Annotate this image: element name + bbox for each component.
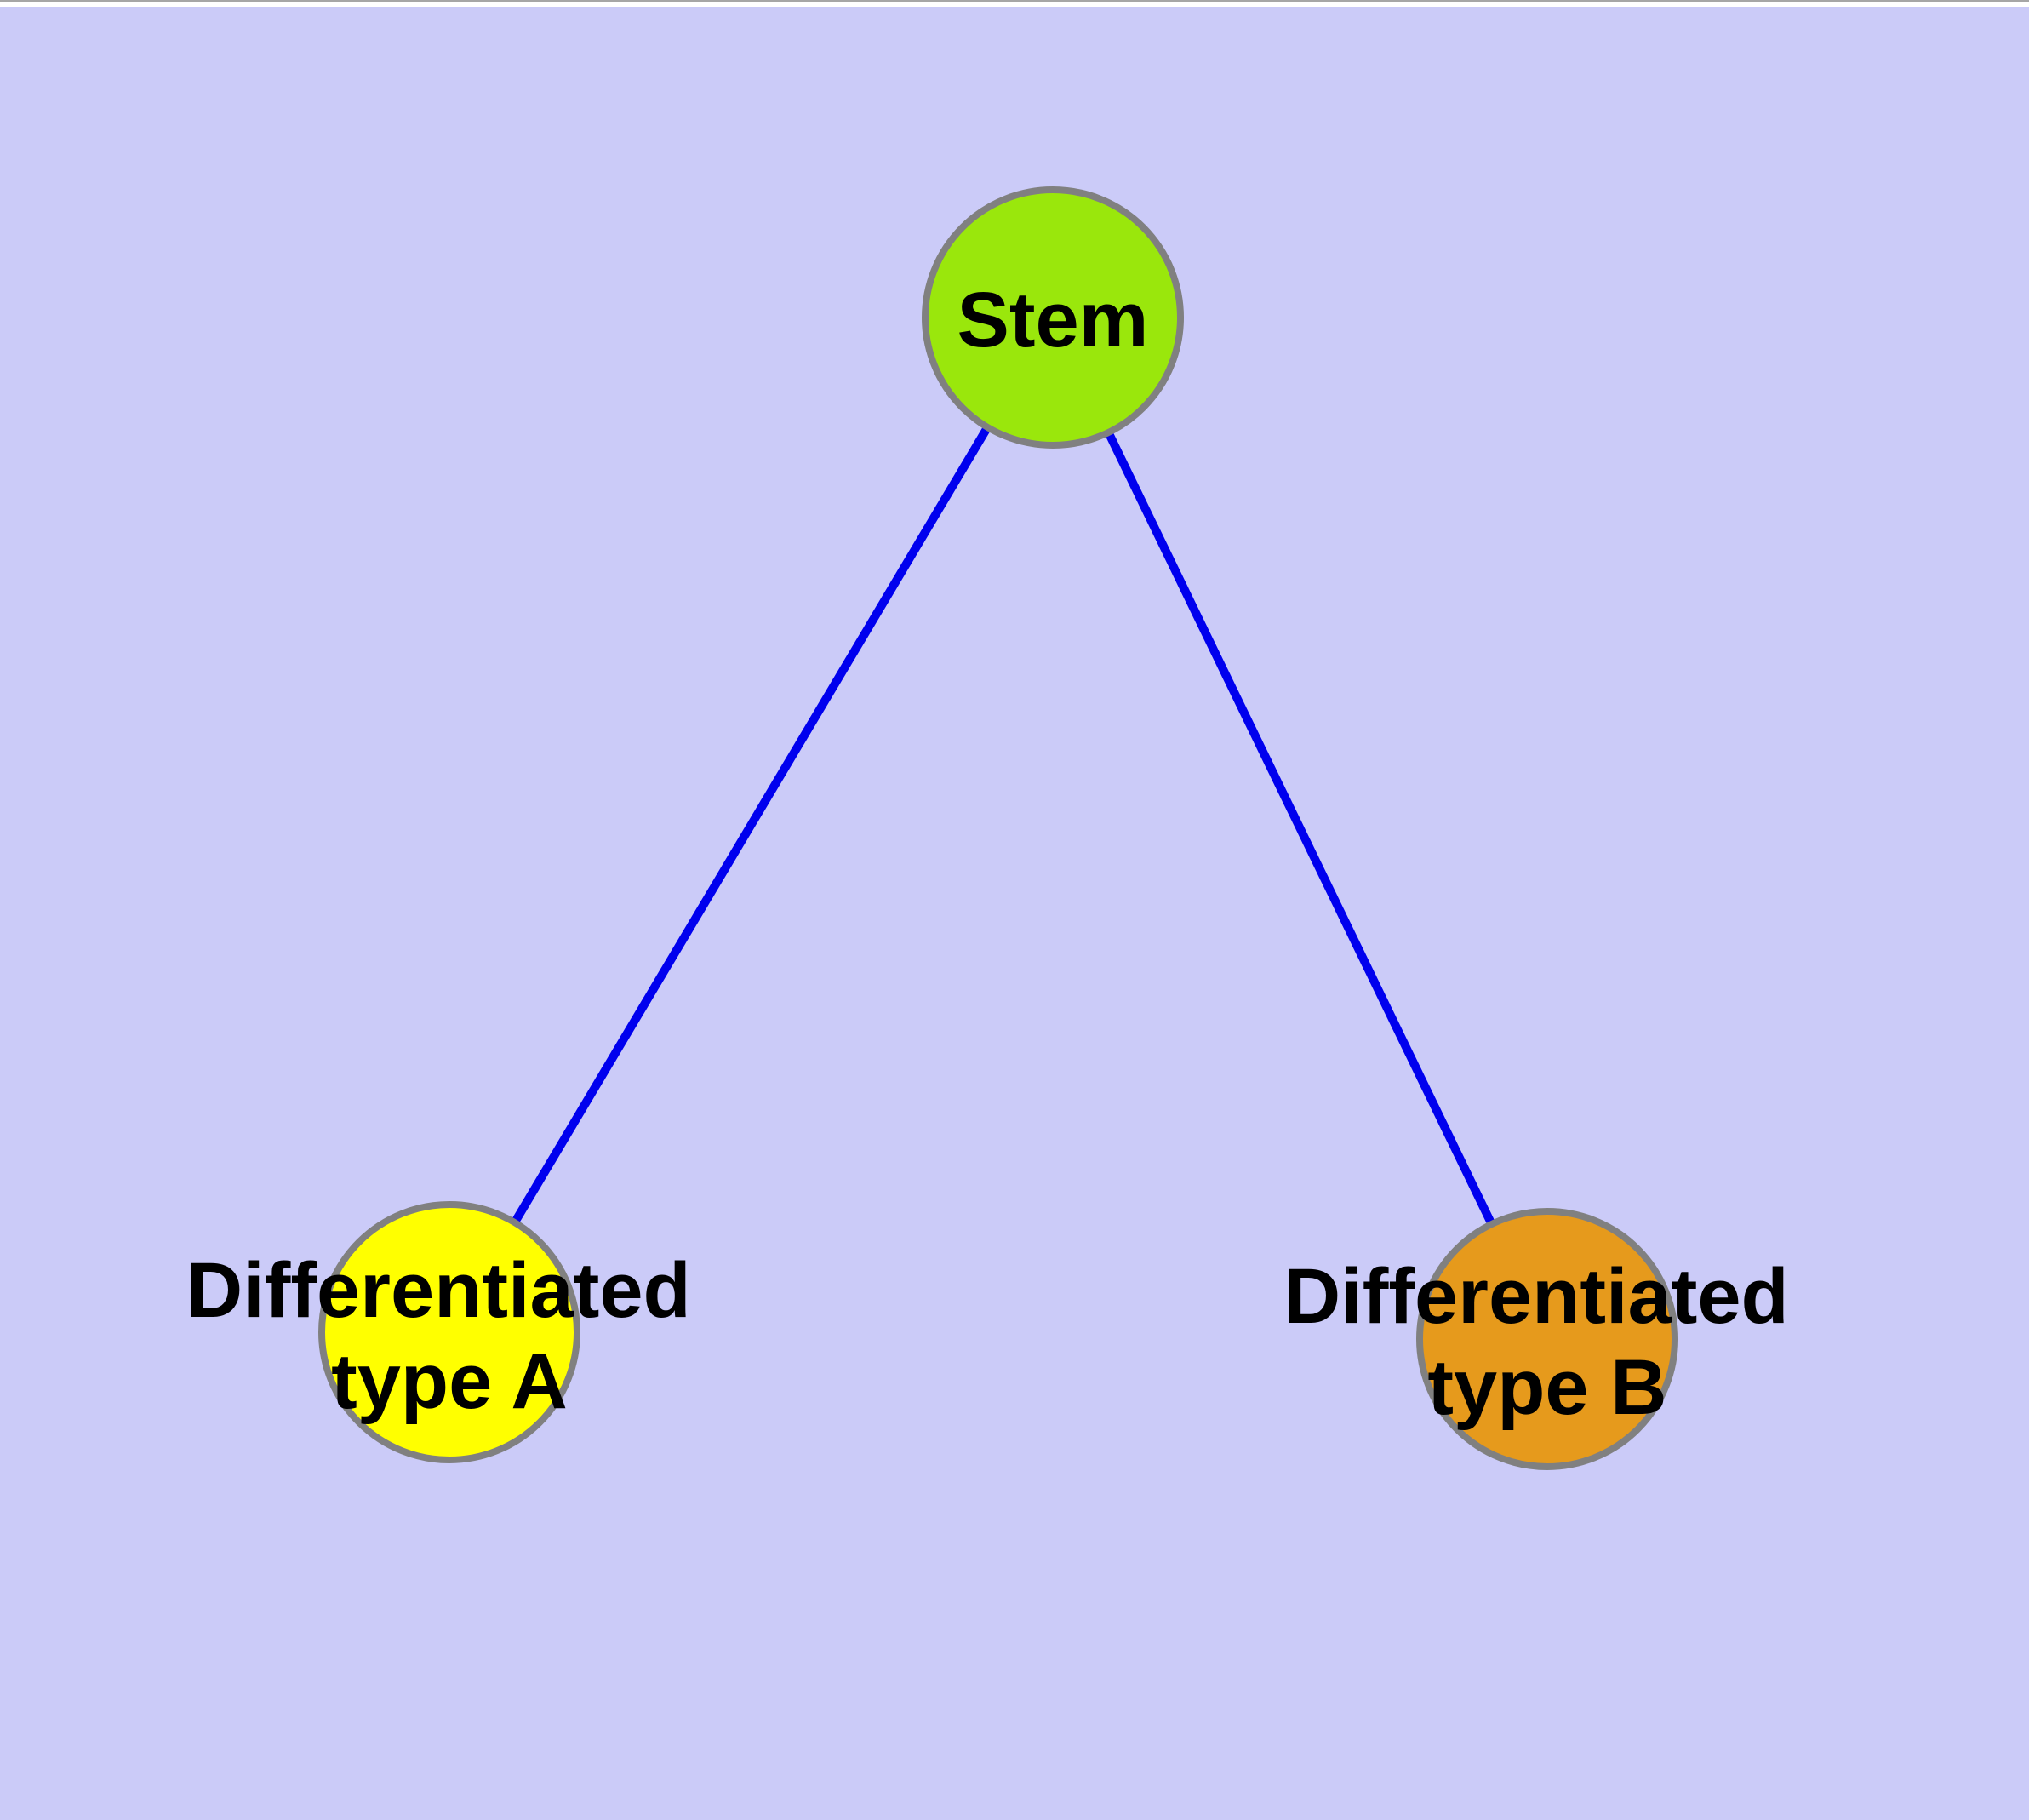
node-type-b-label: Differentiated type B	[1284, 1253, 1811, 1431]
node-type-a-label: Differentiated type A	[186, 1247, 713, 1425]
window-top-strip	[0, 0, 2029, 7]
node-type-b-circle[interactable]	[1416, 1208, 1678, 1470]
window-top-hairline	[0, 0, 2029, 2]
edge-stem-to-type-a	[445, 315, 1057, 1335]
node-type-a[interactable]: Differentiated type A	[186, 1201, 713, 1463]
node-stem-circle[interactable]	[922, 186, 1184, 449]
node-stem-label: Stem	[957, 277, 1149, 363]
node-type-b[interactable]: Differentiated type B	[1284, 1208, 1811, 1470]
node-type-b-label-line1: Differentiated	[1284, 1253, 1789, 1340]
node-type-a-label-line2: type A	[331, 1338, 568, 1425]
node-type-a-circle[interactable]	[318, 1201, 580, 1463]
node-type-b-label-line2: type B	[1427, 1344, 1666, 1431]
edge-stem-to-type-b	[1049, 315, 1552, 1342]
edge-layer	[445, 315, 1552, 1342]
node-type-a-label-line1: Differentiated	[186, 1247, 691, 1334]
node-stem[interactable]: Stem	[922, 186, 1184, 449]
